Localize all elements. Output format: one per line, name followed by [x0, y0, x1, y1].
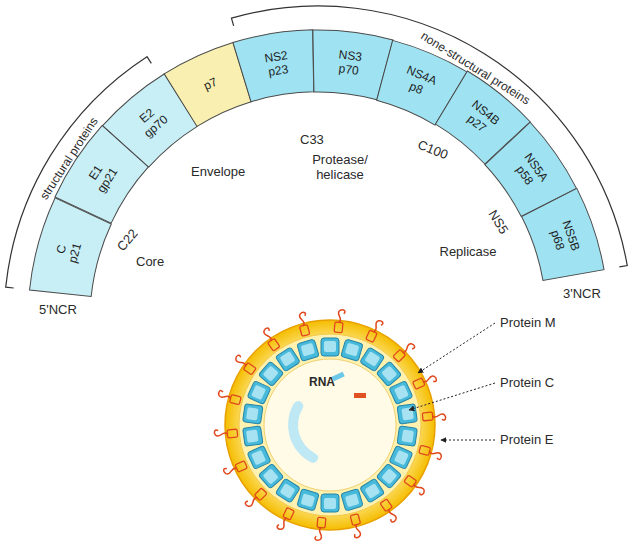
callout-label: Protein E [500, 433, 553, 448]
function-label: Protease/ helicase [304, 153, 376, 183]
capsomer [321, 338, 339, 356]
surface-protein [413, 372, 437, 390]
surface-protein [334, 309, 345, 333]
core [264, 359, 396, 491]
surface-protein [379, 499, 400, 523]
capsomer [243, 404, 263, 424]
surface-protein [214, 428, 238, 439]
function-label: Replicase [440, 245, 497, 260]
rna-label: RNA [309, 376, 335, 390]
callout-label: Protein C [500, 376, 554, 391]
callout-label: Protein M [500, 316, 556, 331]
surface-protein [260, 327, 281, 351]
surface-protein [223, 460, 247, 478]
genome-segment: NS5Bp68 [518, 187, 606, 289]
surface-protein [393, 340, 416, 363]
capsomer [247, 381, 271, 405]
capsomer [341, 489, 363, 511]
capsomer [243, 426, 263, 446]
region-label: Envelope [191, 165, 245, 180]
capsomer [247, 445, 271, 469]
antigen-label: C33 [300, 133, 324, 148]
antigen-label: C22 [115, 226, 142, 254]
envelope-membrane [225, 320, 435, 530]
surface-protein [276, 507, 294, 531]
capsomer [297, 339, 319, 361]
capsomer [297, 489, 319, 511]
capsomer [389, 381, 413, 405]
surface-protein [366, 318, 384, 342]
capsomer [341, 339, 363, 361]
terminus-label: 5'NCR [39, 303, 77, 318]
terminus-label: 3'NCR [563, 287, 601, 302]
surface-protein [296, 312, 311, 336]
rna-strand [288, 401, 318, 463]
surface-protein [419, 445, 443, 460]
protein-size: p70 [338, 62, 360, 79]
bracket-line [231, 6, 627, 267]
surface-protein [315, 517, 326, 541]
virus-particle [214, 309, 446, 540]
surface-protein [233, 354, 257, 375]
surface-protein [349, 514, 364, 538]
capsomer [397, 426, 417, 446]
region-label: NS5 [484, 207, 510, 236]
antigen-label: C100 [415, 137, 449, 162]
surface-protein [403, 475, 427, 496]
inner-membrane [239, 334, 421, 516]
leader-line [418, 323, 495, 373]
leader-line [409, 383, 495, 410]
capsomer [389, 445, 413, 469]
rna-marker [354, 393, 366, 398]
capsomer [321, 494, 339, 512]
surface-protein [422, 411, 446, 422]
genome-segment: NS2p23 [233, 27, 323, 103]
surface-protein [217, 390, 241, 405]
surface-protein [245, 487, 268, 510]
capsomer [397, 404, 417, 424]
region-label: Core [136, 255, 164, 270]
leader-line [441, 440, 495, 441]
